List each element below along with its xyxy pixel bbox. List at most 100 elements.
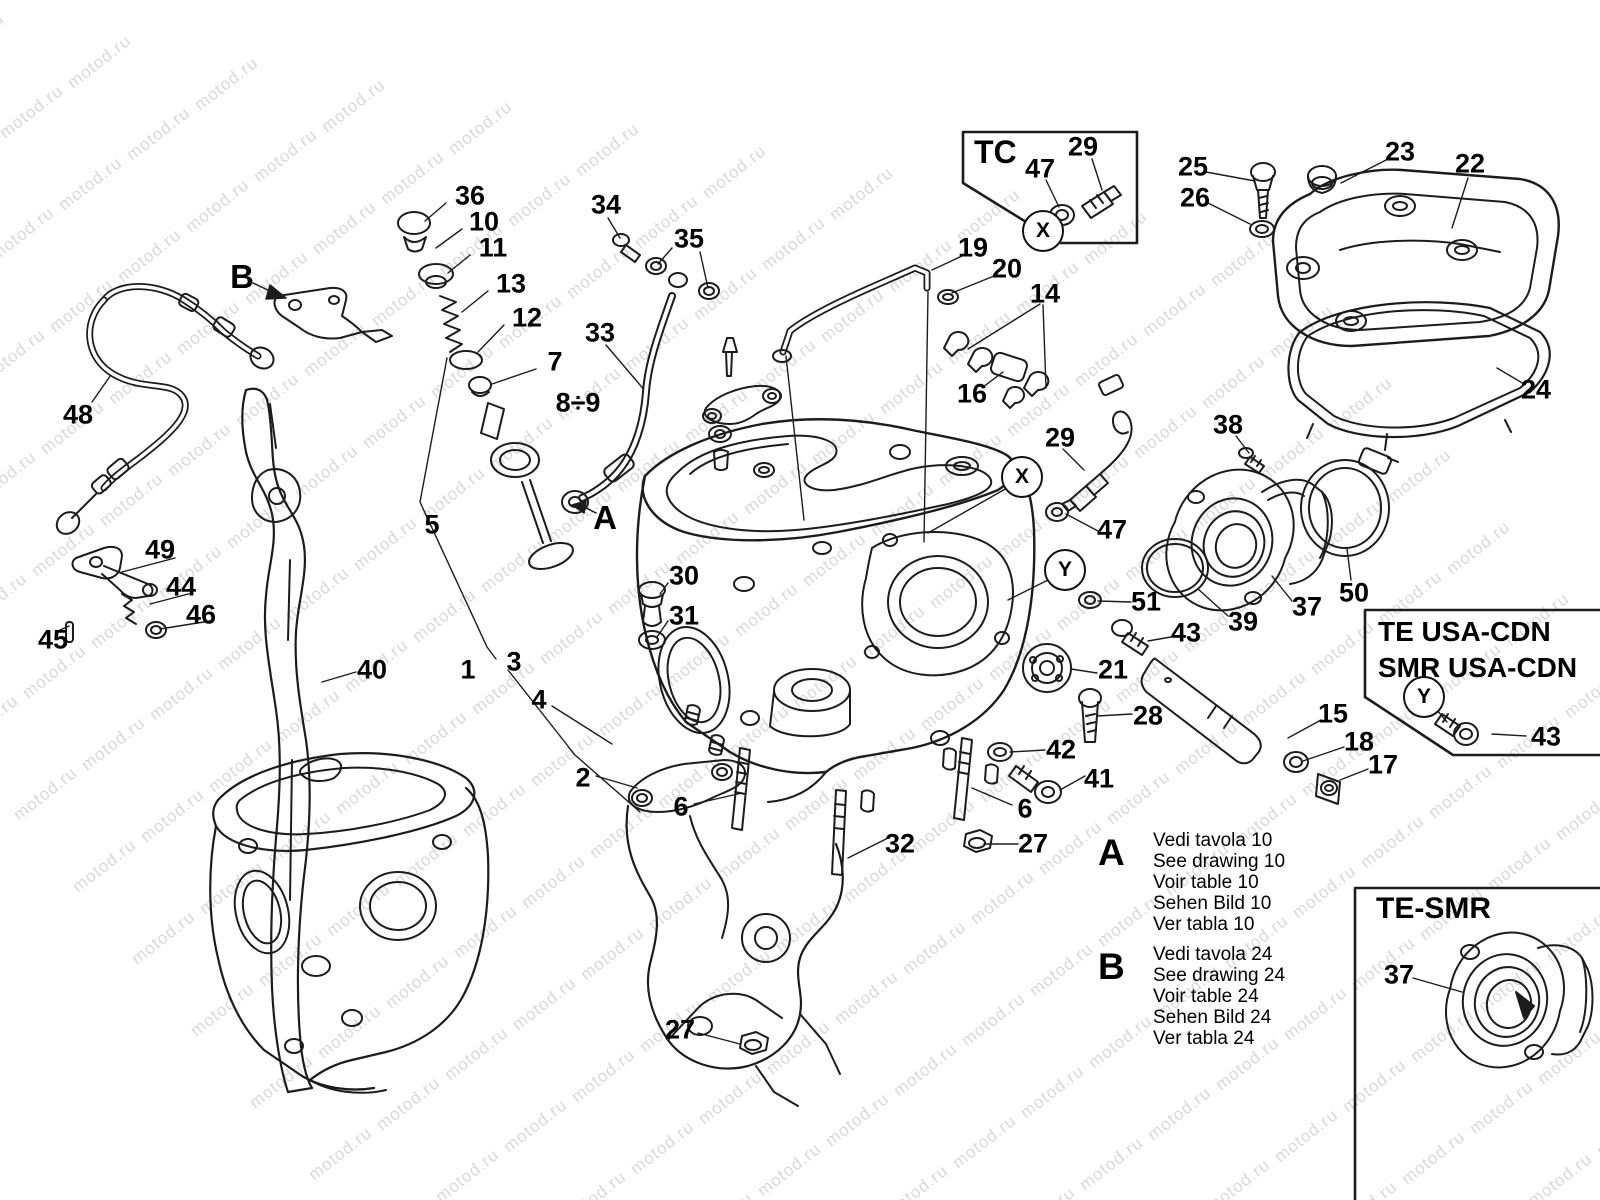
part-label-5: 5 xyxy=(424,509,440,540)
part-label-12: 12 xyxy=(511,302,543,333)
decompressor-cable xyxy=(55,283,393,535)
part-label-22: 22 xyxy=(1454,148,1486,179)
part-label-30: 30 xyxy=(668,560,700,591)
oil-pipe xyxy=(772,264,959,363)
note-b-line: Ver tabla 24 xyxy=(1153,1028,1255,1049)
part-label-6: 6 xyxy=(1017,793,1033,824)
chain-guide-blade xyxy=(241,387,314,1094)
part-label-40: 40 xyxy=(356,654,388,685)
part-label-15: 15 xyxy=(1317,698,1349,729)
circled-letter-X: X xyxy=(1001,456,1043,498)
part-label-34: 34 xyxy=(590,189,622,220)
part-label-20: 20 xyxy=(991,253,1023,284)
note-b-letter: B xyxy=(1098,946,1125,987)
shaft-group xyxy=(1140,657,1341,805)
lower-cylinder-head xyxy=(209,752,490,1094)
bolt-41-group xyxy=(987,742,1062,804)
part-label-42: 42 xyxy=(1045,734,1077,765)
part-label-47: 47 xyxy=(1096,514,1128,545)
note-a-letter: A xyxy=(1098,832,1125,873)
part-label-25: 25 xyxy=(1177,151,1209,182)
tc-box xyxy=(961,130,1139,245)
te-usa-cdn-box-title: TE USA-CDN SMR USA-CDN xyxy=(1378,614,1577,686)
part-label-17: 17 xyxy=(1367,749,1399,780)
part-label-43: 43 xyxy=(1530,721,1562,752)
circled-letter-X: X xyxy=(1022,210,1064,252)
note-a-line: See drawing 10 xyxy=(1153,851,1286,872)
engine-bracket xyxy=(625,759,844,1107)
part-label-41: 41 xyxy=(1083,763,1115,794)
part-label-13: 13 xyxy=(495,268,527,299)
right-small-parts xyxy=(1022,591,1149,743)
part-label-48: 48 xyxy=(62,399,94,430)
part-label-3: 3 xyxy=(506,646,522,677)
part-label-6: 6 xyxy=(673,791,689,822)
note-a-line: Voir table 10 xyxy=(1153,872,1259,893)
te-smr-box-title: TE-SMR xyxy=(1376,892,1491,925)
te-usa-line1: TE USA-CDN xyxy=(1378,616,1551,647)
part-label-51: 51 xyxy=(1130,586,1162,617)
part-label-39: 39 xyxy=(1227,606,1259,637)
part-label-10: 10 xyxy=(468,206,500,237)
ref-letter-B: B xyxy=(230,258,254,295)
valve-cover xyxy=(1249,162,1560,451)
part-label-44: 44 xyxy=(165,571,197,602)
part-label-33: 33 xyxy=(584,317,616,348)
part-label-43: 43 xyxy=(1170,617,1202,648)
note-a-line: Sehen Bild 10 xyxy=(1153,893,1272,914)
tc-box-title: TC xyxy=(974,134,1017,170)
part-label-50: 50 xyxy=(1338,577,1370,608)
wire-clamps xyxy=(943,331,1050,409)
part-label-18: 18 xyxy=(1343,726,1375,757)
part-label-47: 47 xyxy=(1024,153,1056,184)
note-a-line: Ver tabla 10 xyxy=(1153,914,1255,935)
note-b-line: See drawing 24 xyxy=(1153,965,1286,986)
part-label-16: 16 xyxy=(956,378,988,409)
grommet-washer xyxy=(638,581,666,650)
part-label-37: 37 xyxy=(1291,591,1323,622)
part-label-32: 32 xyxy=(884,828,916,859)
part-label-24: 24 xyxy=(1520,374,1552,405)
part-label-46: 46 xyxy=(185,599,217,630)
note-a-line: Vedi tavola 10 xyxy=(1153,830,1273,851)
part-label-21: 21 xyxy=(1097,654,1129,685)
part-label-37: 37 xyxy=(1383,959,1415,990)
studs-and-nuts xyxy=(684,704,999,1055)
part-label-11: 11 xyxy=(478,232,508,263)
part-label-1: 1 xyxy=(460,654,476,685)
decompressor-lever xyxy=(65,545,167,643)
part-label-27: 27 xyxy=(664,1014,696,1045)
part-label-45: 45 xyxy=(37,624,69,655)
part-label-31: 31 xyxy=(668,600,700,631)
part-label-26: 26 xyxy=(1179,182,1211,213)
ref-letter-A: A xyxy=(593,499,617,536)
part-label-14: 14 xyxy=(1029,278,1061,309)
te-smr-flange-37 xyxy=(1445,931,1594,1069)
valve-train xyxy=(397,211,574,570)
part-label-49: 49 xyxy=(144,534,176,565)
part-label-8÷9: 8÷9 xyxy=(555,387,601,418)
part-label-4: 4 xyxy=(531,684,547,715)
part-label-29: 29 xyxy=(1067,131,1099,162)
circled-letter-Y: Y xyxy=(1044,549,1086,591)
note-b: B Vedi tavola 24 See drawing 24 Voir tab… xyxy=(1098,944,1285,1049)
leader-lines xyxy=(59,158,1527,1045)
circled-letter-Y: Y xyxy=(1403,676,1445,718)
te-usa-line2: SMR USA-CDN xyxy=(1378,652,1578,683)
note-b-line: Voir table 24 xyxy=(1153,986,1259,1007)
te-smr-box xyxy=(1353,886,1600,1200)
part-label-28: 28 xyxy=(1132,700,1164,731)
note-b-line: Sehen Bild 24 xyxy=(1153,1007,1272,1028)
part-label-7: 7 xyxy=(547,346,563,377)
part-label-2: 2 xyxy=(575,762,591,793)
note-a: A Vedi tavola 10 See drawing 10 Voir tab… xyxy=(1098,830,1285,935)
te-usa-bolt-43 xyxy=(1434,713,1479,746)
oil-hose-assembly xyxy=(561,233,720,514)
intake-flange-group xyxy=(1141,447,1399,612)
te-usa-cdn-box xyxy=(1363,608,1600,757)
part-label-27: 27 xyxy=(1017,828,1049,859)
temp-sensor xyxy=(1045,373,1133,522)
part-label-38: 38 xyxy=(1212,409,1244,440)
